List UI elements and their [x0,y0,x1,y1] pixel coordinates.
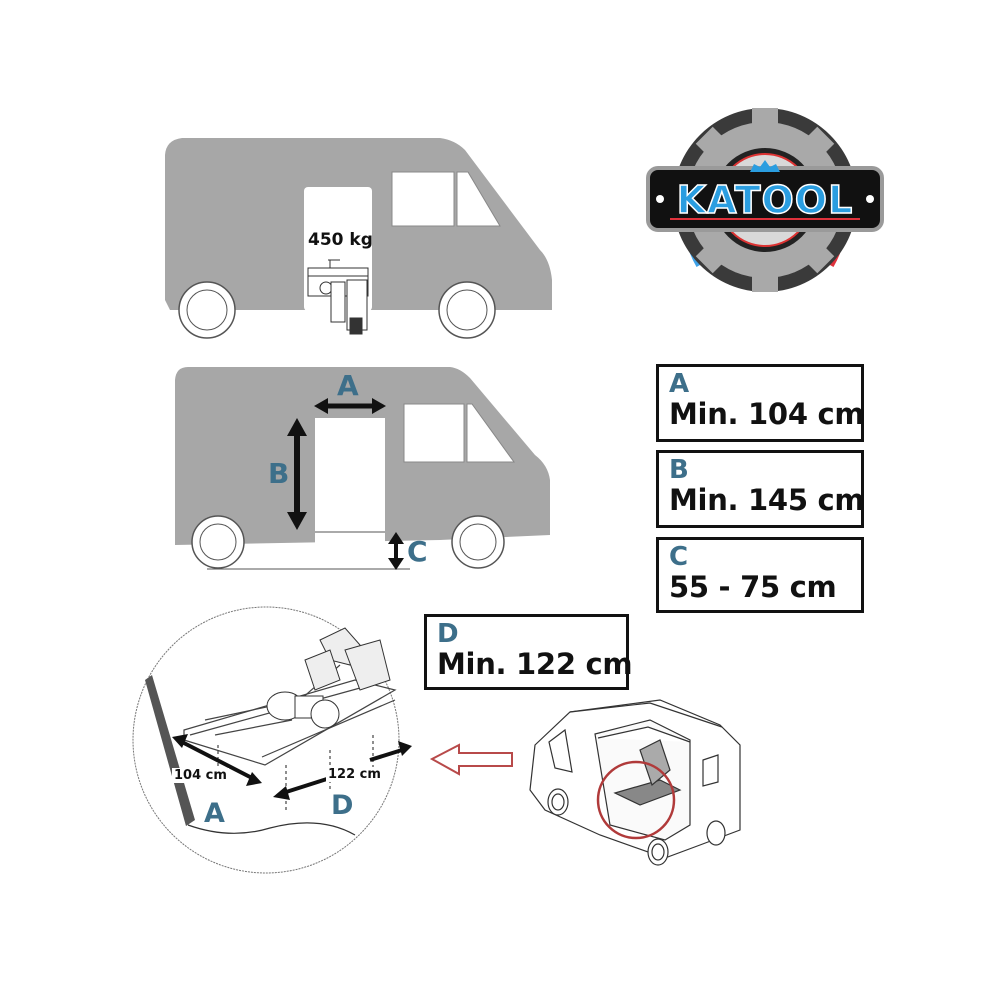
dimension-text-d: 122 cm [326,767,383,782]
spec-letter: C [669,542,689,572]
dimension-arrow-a [314,398,386,414]
spec-box-c: C 55 - 75 cm [656,537,864,613]
motor-icon [266,691,340,729]
spec-value: 55 - 75 cm [669,570,837,604]
spec-letter: D [437,619,459,649]
load-weight-label: 450 kg [308,230,373,250]
dimension-label-b: B [268,457,290,490]
lift-mechanism-icon [307,259,369,335]
spec-box-b: B Min. 145 cm [656,450,865,528]
dimension-label-a: A [337,369,359,402]
spec-box-a: A Min. 104 cm [656,364,865,442]
detail-label-a: A [204,798,225,829]
highlight-circle [596,760,676,840]
spec-letter: B [669,455,689,485]
dimension-arrow-c [388,532,404,570]
spec-value: Min. 104 cm [669,397,865,431]
spec-box-d: D Min. 122 cm [424,614,633,690]
spec-letter: A [669,369,690,399]
dimension-arrow-b [287,418,307,530]
spec-value: Min. 145 cm [669,483,865,517]
spec-value: Min. 122 cm [437,647,633,681]
dimension-label-c: C [407,535,428,568]
brand-name: KATOOL [676,177,854,223]
detail-label-d: D [331,790,354,821]
dimension-text-a: 104 cm [172,768,229,783]
